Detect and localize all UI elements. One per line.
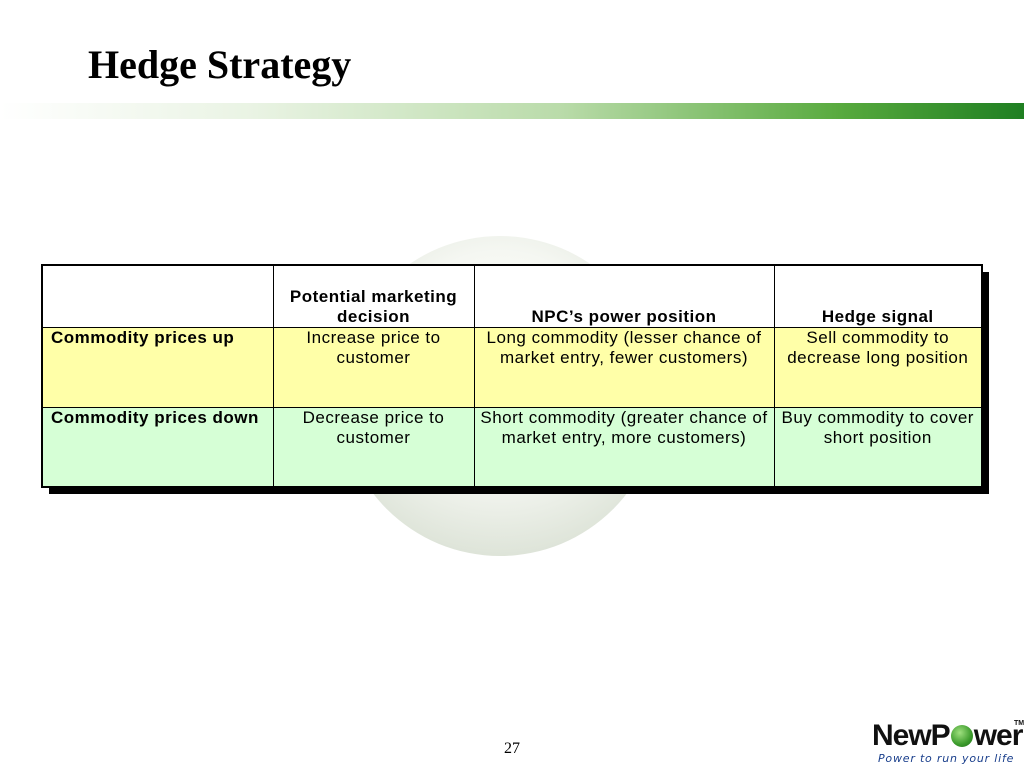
marketing-decision-cell: Decrease price to customer xyxy=(272,406,475,488)
logo-trademark: TM xyxy=(1014,720,1024,727)
table-header-row: Potential marketing decision NPC’s power… xyxy=(41,264,983,328)
marketing-decision-cell: Increase price to customer xyxy=(272,326,475,408)
table-row: Commodity prices down Decrease price to … xyxy=(41,406,983,488)
header-cell-marketing-decision: Potential marketing decision xyxy=(272,264,475,328)
newpower-logo: NewP wer TM Power to run your life xyxy=(872,719,1024,768)
logo-tagline: Power to run your life xyxy=(878,752,1015,765)
title-gradient-rule xyxy=(0,103,1024,119)
power-position-cell: Short commodity (greater chance of marke… xyxy=(473,406,775,488)
hedge-signal-cell: Buy commodity to cover short position xyxy=(773,406,983,488)
header-cell-empty xyxy=(41,264,274,328)
logo-wordmark: NewP wer xyxy=(872,719,1024,752)
row-label: Commodity prices up xyxy=(41,326,274,408)
hedge-signal-cell: Sell commodity to decrease long position xyxy=(773,326,983,408)
logo-text-start: NewP xyxy=(872,719,951,752)
header-cell-power-position: NPC’s power position xyxy=(473,264,775,328)
logo-globe-icon xyxy=(950,725,973,747)
table-row: Commodity prices up Increase price to cu… xyxy=(41,326,983,408)
row-label: Commodity prices down xyxy=(41,406,274,488)
header-cell-hedge-signal: Hedge signal xyxy=(773,264,983,328)
hedge-table-container: Potential marketing decision NPC’s power… xyxy=(41,264,989,494)
hedge-strategy-table: Potential marketing decision NPC’s power… xyxy=(41,264,983,488)
page-number: 27 xyxy=(504,740,520,757)
logo-text-end: wer xyxy=(973,719,1024,752)
slide-title: Hedge Strategy xyxy=(88,42,352,87)
power-position-cell: Long commodity (lesser chance of market … xyxy=(473,326,775,408)
